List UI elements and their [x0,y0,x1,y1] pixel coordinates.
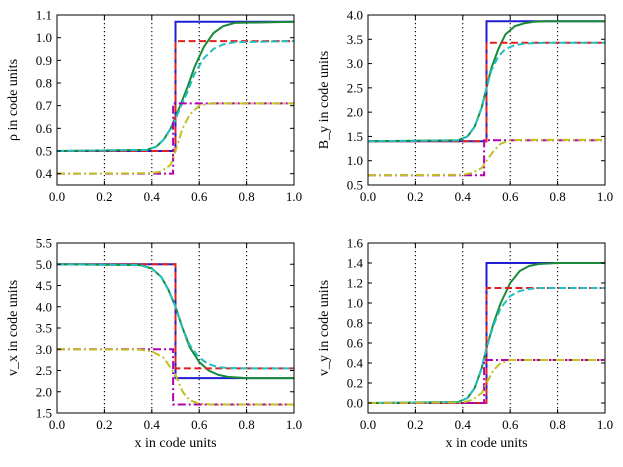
x-tick-label: 0.8 [238,417,254,432]
x-tick-label: 0.8 [238,189,254,204]
y-tick-label: 2.0 [36,384,52,399]
y-tick-label: 0.8 [36,76,52,91]
y-tick-label: 2.5 [347,80,363,95]
y-tick-label: 1.1 [36,8,52,23]
y-tick-label: 3.0 [36,342,52,357]
x-tick-label: 0.4 [455,417,472,432]
x-tick-label: 0.6 [191,417,208,432]
x-tick-label: 1.0 [597,189,613,204]
series-line-6 [368,359,605,404]
y-tick-label: 1.6 [347,236,364,251]
y-tick-label: 2.0 [347,105,363,120]
y-axis-label: B_y in code units [317,51,332,149]
x-axis-label: x in code units [445,436,527,451]
y-axis-label: ρ in code units [6,59,21,141]
y-tick-label: 1.4 [347,256,364,271]
series-line-6 [57,102,294,175]
x-tick-label: 0.0 [49,417,65,432]
y-tick-label: 0.8 [347,316,363,331]
x-tick-label: 1.0 [597,417,613,432]
chart-panel-3: 0.0 0.2 0.4 0.6 0.8 1.0 1.5 2.0 2.5 3.0 3.5 4.0 4.5 5… [6,236,302,452]
y-tick-label: 4.5 [36,278,52,293]
x-tick-label: 0.2 [407,189,423,204]
x-tick-label: 0.2 [96,189,112,204]
y-tick-label: 1.5 [36,406,52,421]
series-line-2 [368,262,605,404]
y-tick-label: 1.0 [347,153,363,168]
x-tick-label: 0.2 [407,417,423,432]
series-group [368,262,605,404]
y-tick-label: 1.0 [36,30,52,45]
x-axis-label: x in code units [134,436,216,451]
y-tick-label: 0.5 [347,178,363,193]
y-tick-label: 5.5 [36,236,52,251]
y-tick-label: 5.0 [36,257,52,272]
axes-frame [367,14,606,186]
y-tick-label: 0.2 [347,376,363,391]
series-line-5 [57,348,294,406]
x-tick-label: 0.0 [360,417,376,432]
series-line-2 [368,20,605,143]
y-tick-label: 1.0 [347,296,363,311]
x-tick-label: 0.6 [191,189,208,204]
y-tick-label: 0.6 [36,121,53,136]
y-tick-label: 0.6 [347,336,364,351]
y-tick-label: 0.5 [36,144,52,159]
x-tick-label: 1.0 [286,189,302,204]
series-group [368,20,605,177]
y-tick-label: 0.7 [36,98,53,113]
series-line-2 [57,20,294,152]
y-tick-label: 2.5 [36,363,52,378]
x-tick-label: 0.4 [455,189,472,204]
y-tick-label: 4.0 [36,299,52,314]
series-group [57,20,294,175]
x-tick-label: 1.0 [286,417,302,432]
series-line-5 [368,139,605,177]
chart-panel-4: 0.0 0.2 0.4 0.6 0.8 1.0 0.0 0.2 0.4 0.6 0.8 1.0 1.2 1… [317,236,613,452]
x-tick-label: 0.8 [549,189,565,204]
series-line-4 [57,263,294,370]
y-tick-label: 1.2 [347,276,363,291]
y-tick-label: 3.5 [347,32,363,47]
chart-panel-2: 0.0 0.2 0.4 0.6 0.8 1.0 0.5 1.0 1.5 2.0 2.5 3.0 3.5 4… [317,8,613,205]
series-line-4 [368,41,605,143]
x-tick-label: 0.0 [360,189,376,204]
axes-frame [367,242,606,414]
y-tick-label: 0.0 [347,396,363,411]
y-tick-label: 3.5 [36,321,52,336]
series-line-1 [368,20,605,143]
y-tick-label: 3.0 [347,56,363,71]
y-axis-label: v_x in code units [6,280,21,376]
y-tick-label: 1.5 [347,129,363,144]
x-tick-label: 0.6 [502,417,519,432]
x-tick-label: 0.8 [549,417,565,432]
x-tick-label: 0.4 [144,417,161,432]
series-line-6 [368,138,605,177]
x-tick-label: 0.4 [144,189,161,204]
x-tick-label: 0.2 [96,417,112,432]
series-line-4 [57,40,294,152]
axes-frame [56,14,295,186]
x-tick-label: 0.0 [49,189,65,204]
x-tick-label: 0.6 [502,189,519,204]
y-tick-label: 4.0 [347,8,363,23]
y-axis-label: v_y in code units [317,280,332,376]
chart-panel-1: 0.0 0.2 0.4 0.6 0.8 1.0 0.4 0.5 0.6 0.7 0.8 0.9 1.0 1… [6,8,302,205]
series-group [57,263,294,406]
y-tick-label: 0.4 [36,166,53,181]
y-tick-label: 0.9 [36,53,52,68]
y-tick-label: 0.4 [347,356,364,371]
